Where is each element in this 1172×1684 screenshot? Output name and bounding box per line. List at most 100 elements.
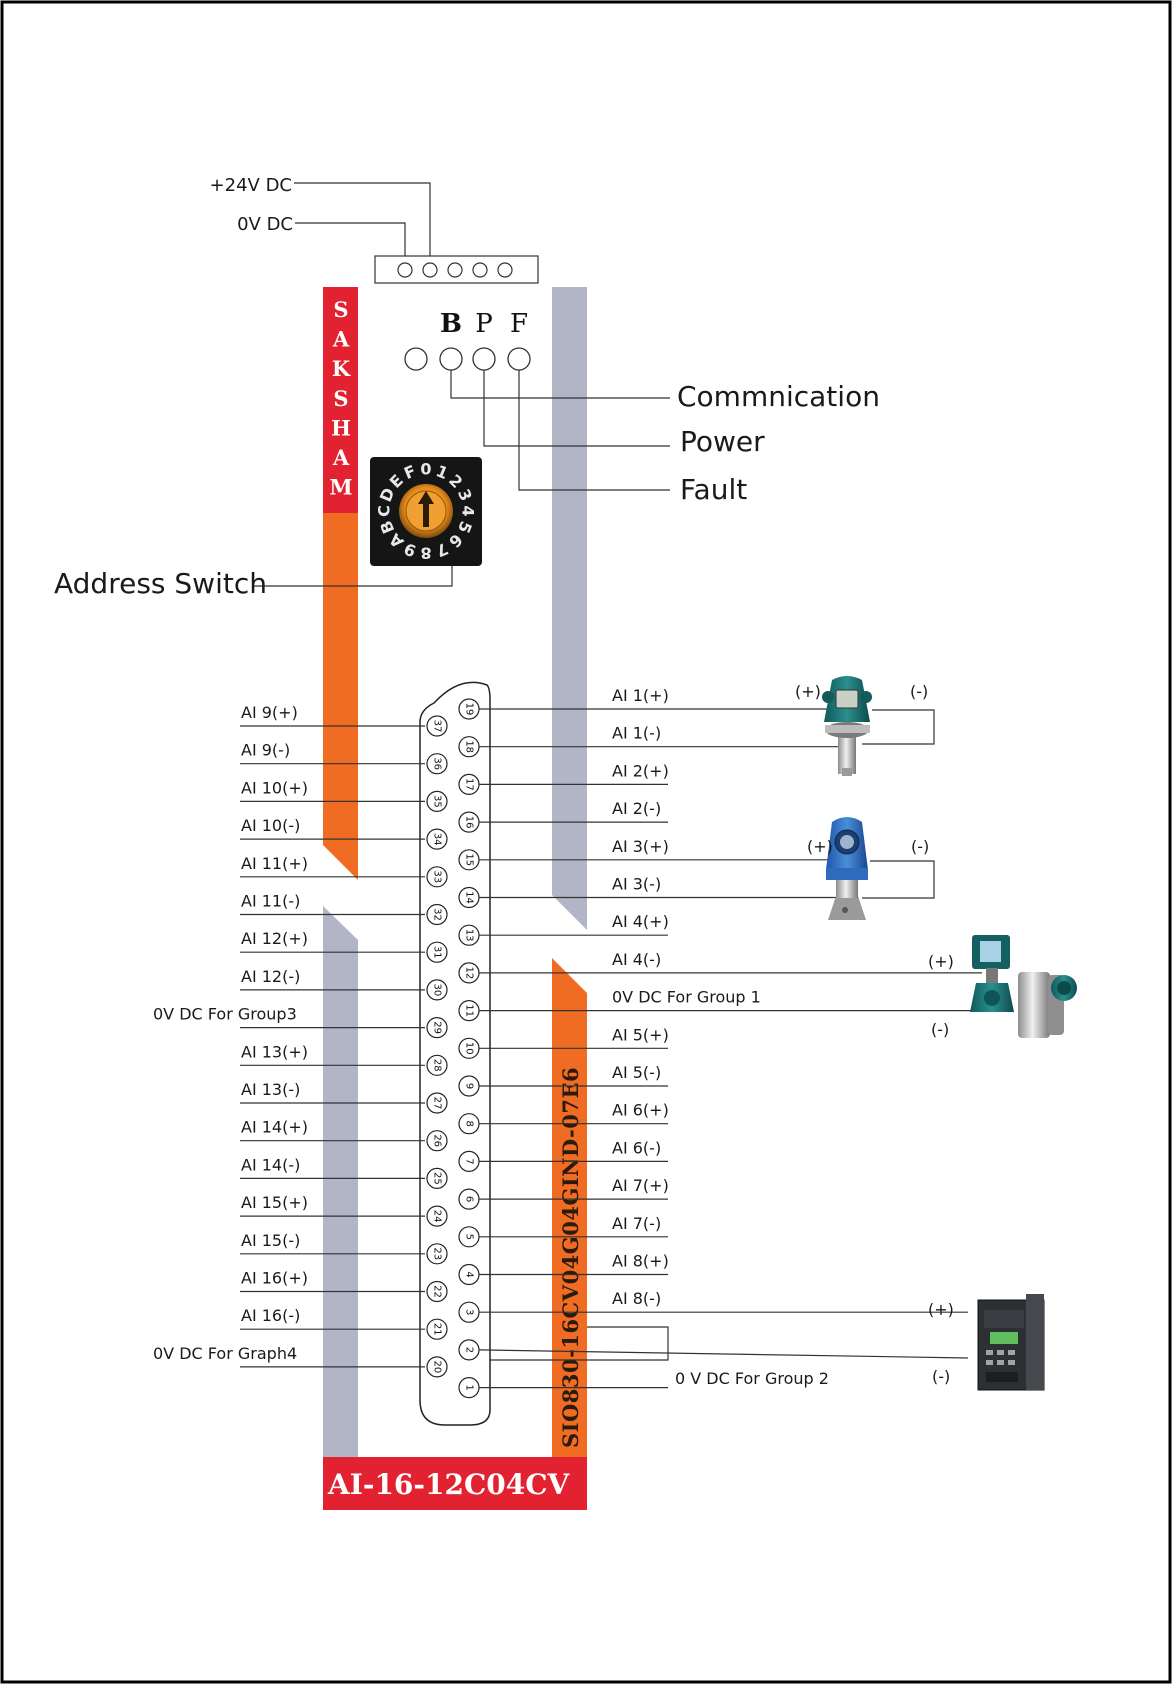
pin-number: 15: [464, 853, 475, 866]
device-1-plus: (+): [795, 682, 821, 701]
pin-number: 36: [432, 757, 443, 770]
left-pin-label: AI 16(+): [241, 1269, 308, 1288]
pin-36: [426, 753, 448, 775]
left-pin-label: AI 12(-): [241, 967, 300, 986]
pin-number: 32: [432, 908, 443, 921]
pin-28: [426, 1054, 448, 1076]
device-3-minus: (-): [931, 1020, 949, 1039]
plus-24v-label: +24V DC: [210, 175, 292, 196]
device-4-plus: (+): [928, 1300, 954, 1319]
pin-number: 22: [432, 1285, 443, 1298]
right-pin-label: AI 8(-): [612, 1289, 661, 1308]
brand-strip: [323, 287, 358, 513]
right-pin-label: AI 7(+): [612, 1176, 669, 1195]
gray-strip-right: [552, 287, 587, 930]
led-p-wire: [483, 370, 670, 447]
pin-number: 21: [432, 1323, 443, 1336]
terminal-hole-5: [497, 262, 513, 278]
pin-number: 27: [432, 1097, 443, 1110]
left-pin-label: AI 14(+): [241, 1118, 308, 1137]
left-pin-label: AI 11(+): [241, 854, 308, 873]
pin-number: 8: [464, 1121, 475, 1127]
address-switch-label: Address Switch: [54, 567, 267, 600]
pin-27: [426, 1092, 448, 1114]
pin-37: [426, 715, 448, 737]
pin-number: 34: [432, 833, 443, 846]
led-circle-blank: [404, 347, 428, 371]
right-pin-label: 0V DC For Group 1: [612, 988, 761, 1007]
plus-24v-wire: [294, 182, 431, 270]
orange-strip-upper: [323, 513, 358, 880]
brand-letter: H: [331, 415, 351, 440]
led-label-commnication: Commnication: [677, 380, 880, 413]
pressure-transmitter-1: [822, 676, 872, 776]
pin-20: [426, 1356, 448, 1378]
power-section: +24V DC 0V DC: [210, 175, 539, 284]
model-bottom-bar: [323, 1457, 587, 1510]
pin-number: 23: [432, 1247, 443, 1260]
pin-number: 19: [464, 703, 475, 716]
pin-number: 13: [464, 929, 475, 942]
pin-number: 25: [432, 1172, 443, 1185]
led-label-fault: Fault: [680, 473, 747, 506]
pin-number: 12: [464, 967, 475, 980]
terminal-hole-4: [472, 262, 488, 278]
left-pin-label: AI 9(-): [241, 741, 290, 760]
led-b-wire: [450, 370, 670, 399]
pin-24: [426, 1205, 448, 1227]
led-letter-f: F: [510, 309, 528, 339]
device-3-plus: (+): [928, 952, 954, 971]
left-pin-label: AI 13(-): [241, 1080, 300, 1099]
left-pin-label: AI 15(+): [241, 1193, 308, 1212]
dial-char: 0: [420, 460, 431, 479]
zero-v-wire: [295, 222, 406, 270]
pin-number: 37: [432, 720, 443, 733]
pin-number: 11: [464, 1004, 475, 1017]
pin-33: [426, 866, 448, 888]
pin-number: 30: [432, 984, 443, 997]
pin-25: [426, 1167, 448, 1190]
right-pin-label: AI 1(-): [612, 724, 661, 743]
brand-letter: K: [332, 356, 351, 381]
led-circle-p: [472, 347, 496, 371]
pin-21: [426, 1318, 448, 1340]
pin-number: 14: [464, 891, 475, 904]
pin-number: 7: [464, 1158, 475, 1164]
terminal-hole-2: [422, 262, 438, 278]
terminal-hole-1: [397, 262, 413, 278]
left-pin-label: AI 16(-): [241, 1306, 300, 1325]
right-pin-label: AI 1(+): [612, 686, 669, 705]
pin-32: [426, 903, 448, 926]
left-pin-group-label: 0V DC For Graph4: [153, 1344, 297, 1363]
right-pin-label: AI 6(+): [612, 1101, 669, 1120]
right-pin-label: AI 6(-): [612, 1138, 661, 1157]
pin-number: 35: [432, 795, 443, 808]
pin-34: [426, 828, 448, 850]
led-letter-b: B: [440, 309, 462, 339]
brand-letter: A: [332, 327, 350, 352]
pressure-transmitter-2: [826, 817, 868, 920]
right-pin-label: AI 4(-): [612, 950, 661, 969]
pin-30: [426, 979, 448, 1001]
right-pin-label: AI 5(+): [612, 1025, 669, 1044]
model-vertical-label: SIO830-16CV04G04GIND-07E6: [558, 1067, 583, 1448]
pin-35: [426, 790, 448, 813]
dial-char: 4: [459, 505, 478, 516]
pin-wire-2: [478, 1349, 969, 1359]
pin-number: 9: [464, 1083, 475, 1089]
pin-number: 16: [464, 816, 475, 829]
brand-letter: A: [332, 445, 350, 470]
pin-29: [426, 1016, 448, 1039]
group2-label: 0 V DC For Group 2: [675, 1369, 829, 1388]
pin-number: 28: [432, 1059, 443, 1072]
dial-char: C: [375, 505, 394, 517]
flow-meter: [970, 935, 1077, 1038]
device-2-minus: (-): [911, 837, 929, 856]
pin-number: 20: [432, 1361, 443, 1374]
pin-number: 10: [464, 1042, 475, 1055]
pin-number: 26: [432, 1134, 443, 1147]
pin-number: 6: [464, 1196, 475, 1202]
